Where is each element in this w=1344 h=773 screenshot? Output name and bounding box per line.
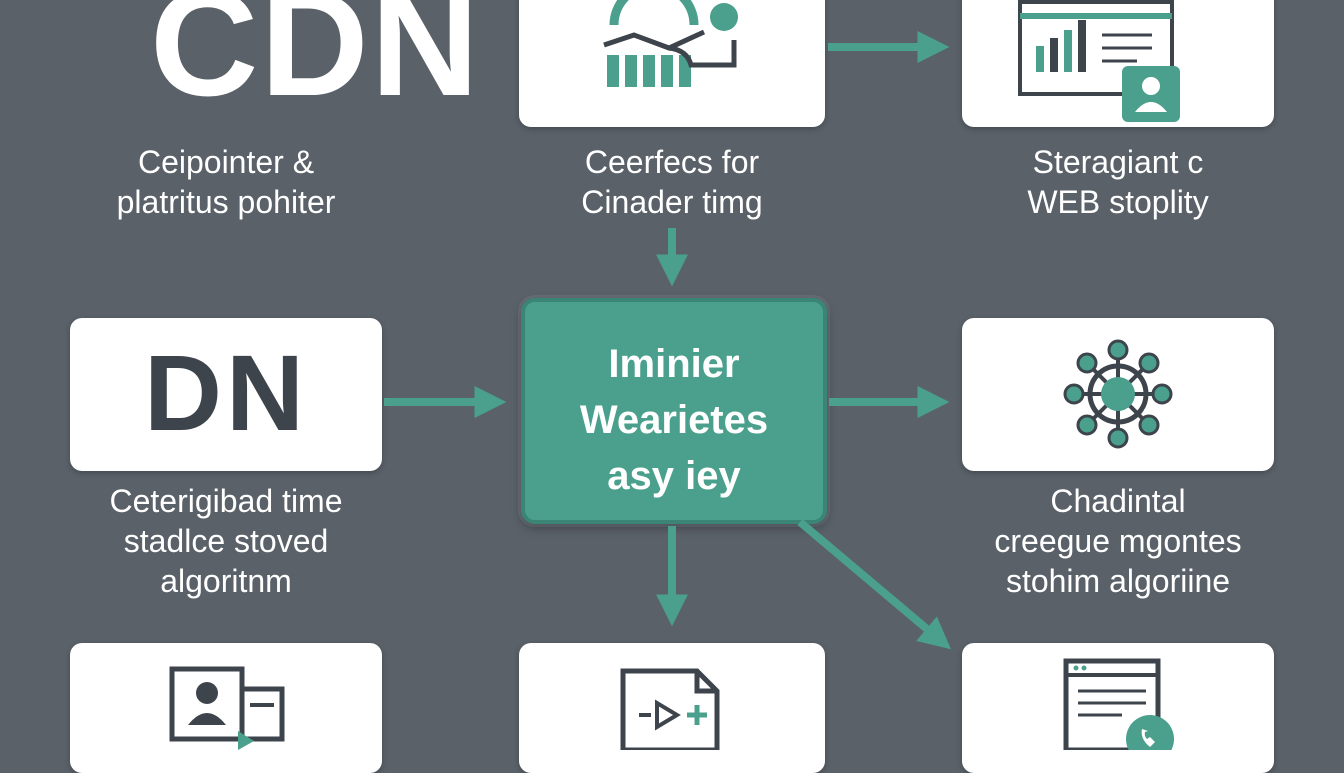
caption-middle-left-line-2: stadlce stoved <box>123 523 329 559</box>
caption-top-middle-line-2: Cinader timg <box>581 184 763 220</box>
arrow-hub-to-bottom-right <box>797 518 952 650</box>
caption-top-middle: Ceerfecs for Cinader timg <box>519 142 825 222</box>
central-hub: Iminier Wearietes asy iey <box>521 298 827 524</box>
caption-middle-left: Ceterigibad time stadlce stoved algoritn… <box>70 481 382 601</box>
caption-middle-right-line-1: Chadintal <box>1050 483 1186 519</box>
card-middle-left: DN <box>70 318 382 471</box>
hub-line-1: Iminier <box>608 342 740 386</box>
network-hub-icon <box>1063 339 1173 449</box>
card-top-middle <box>519 0 825 127</box>
dashboard-user-icon <box>1018 0 1180 122</box>
caption-top-right-line-2: WEB stoplity <box>1027 184 1209 220</box>
analytics-network-icon <box>603 0 738 87</box>
hub-line-2: Wearietes <box>579 398 769 442</box>
caption-middle-right-line-3: stohim algoriine <box>1005 563 1231 599</box>
card-dn-text: DN <box>144 332 308 453</box>
card-top-right <box>962 0 1274 127</box>
diagram-title: CDN <box>150 0 481 127</box>
caption-top-left: Ceipointer & platritus pohiter <box>70 142 382 222</box>
caption-middle-right: Chadintal creegue mgontes stohim algorii… <box>962 481 1274 601</box>
caption-middle-left-line-3: algoritnm <box>160 563 292 599</box>
user-profile-media-icon <box>169 666 285 750</box>
file-forward-icon <box>620 668 720 753</box>
caption-top-middle-line-1: Ceerfecs for <box>584 144 760 180</box>
caption-top-left-line-2: platritus pohiter <box>116 184 336 220</box>
hub-line-3: asy iey <box>607 454 741 498</box>
caption-middle-right-line-2: creegue mgontes <box>994 523 1242 559</box>
caption-top-left-line-1: Ceipointer & <box>137 144 315 180</box>
caption-top-right-line-1: Steragiant c <box>1032 144 1204 180</box>
connector-arrows <box>384 31 952 650</box>
caption-middle-left-line-1: Ceterigibad time <box>109 483 343 519</box>
caption-top-right: Steragiant c WEB stoplity <box>962 142 1274 222</box>
card-middle-right <box>962 318 1274 471</box>
